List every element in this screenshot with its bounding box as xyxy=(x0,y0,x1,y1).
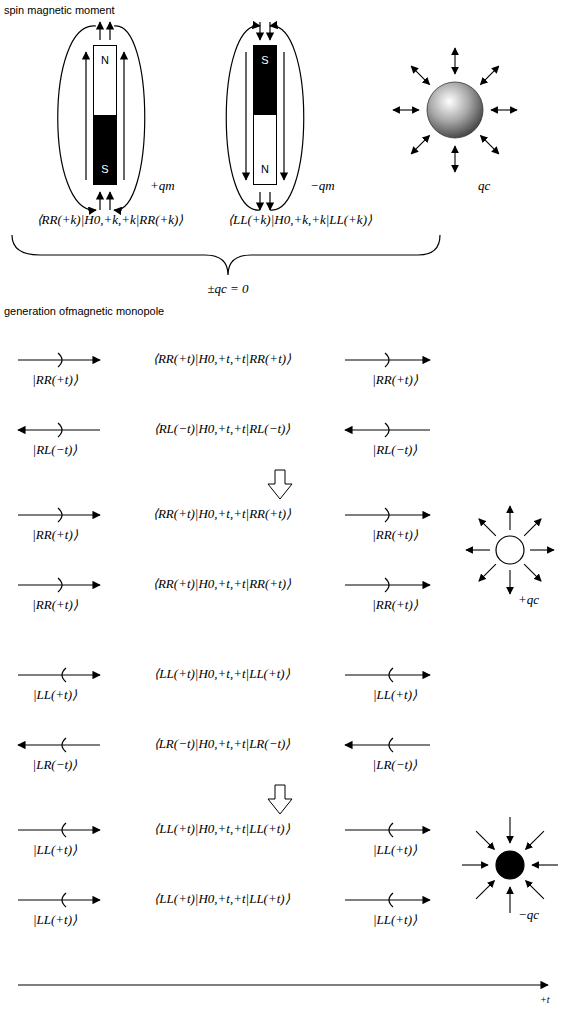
heading: generation ofmagnetic monopole xyxy=(4,305,164,317)
positive-monopole xyxy=(466,506,554,594)
ket: |RR(+t)⟩ xyxy=(32,372,78,388)
matrix-element: ⟨RR(+t)|H0,+t,+t|RR(+t)⟩ xyxy=(153,351,291,367)
charge-sphere xyxy=(393,48,517,172)
charge-label: qc xyxy=(478,178,490,194)
ket: |LL(+t)⟩ xyxy=(373,912,417,928)
matrix-element: ⟨LL(+t)|H0,+t,+t|LL(+t)⟩ xyxy=(154,821,289,837)
ket: |RR(+t)⟩ xyxy=(32,597,78,613)
ket: |RL(−t)⟩ xyxy=(33,442,78,458)
matrix-element: ⟨LL(+t)|H0,+t,+t|LL(+t)⟩ xyxy=(154,666,289,682)
charge-label: −qm xyxy=(310,178,335,194)
ket: |LL(+t)⟩ xyxy=(33,687,77,703)
pole-letter: S xyxy=(254,54,276,67)
pole-letter: N xyxy=(94,54,116,67)
heading: spin magnetic moment xyxy=(4,4,115,16)
ket: |LL(+t)⟩ xyxy=(33,842,77,858)
ket: |RL(−t)⟩ xyxy=(373,442,418,458)
charge-label: −qc xyxy=(518,907,539,923)
charge-label: +qm xyxy=(150,178,175,194)
pole-letter: N xyxy=(254,163,276,176)
matrix-element: ⟨RR(+t)|H0,+t,+t|RR(+t)⟩ xyxy=(153,576,291,592)
matrix-element: ⟨LR(−t)|H0,+t,+t|LR(−t)⟩ xyxy=(154,736,291,752)
brace xyxy=(12,235,440,275)
down-arrow xyxy=(268,470,292,499)
ket: |LL(+t)⟩ xyxy=(33,912,77,928)
charge-sum: ±qc = 0 xyxy=(207,281,248,297)
ket: |LL(+t)⟩ xyxy=(373,842,417,858)
ket: |LR(−t)⟩ xyxy=(373,757,418,773)
ket: |RR(+t)⟩ xyxy=(372,372,418,388)
charge-label: +qc xyxy=(518,592,539,608)
matrix-element: ⟨LL(+k)|H0,+k,+k|LL(+k)⟩ xyxy=(228,212,372,228)
axis-label: +t xyxy=(540,992,550,1008)
negative-monopole xyxy=(462,817,558,913)
ket: |RR(+t)⟩ xyxy=(32,527,78,543)
matrix-element: ⟨RL(−t)|H0,+t,+t|RL(−t)⟩ xyxy=(154,421,291,437)
pole-letter: S xyxy=(94,163,116,176)
matrix-element: ⟨RR(+k)|H0,+k,+k|RR(+k)⟩ xyxy=(37,212,184,228)
ket: |LL(+t)⟩ xyxy=(373,687,417,703)
ket: |RR(+t)⟩ xyxy=(372,527,418,543)
ket: |LR(−t)⟩ xyxy=(33,757,78,773)
bar-magnet: SN xyxy=(253,45,277,185)
field-lines xyxy=(226,22,304,210)
down-arrow xyxy=(268,785,292,814)
time-axis xyxy=(18,984,548,985)
bar-magnet: NS xyxy=(93,45,117,185)
field-lines xyxy=(58,22,145,210)
matrix-element: ⟨LL(+t)|H0,+t,+t|LL(+t)⟩ xyxy=(154,891,289,907)
ket: |RR(+t)⟩ xyxy=(372,597,418,613)
matrix-element: ⟨RR(+t)|H0,+t,+t|RR(+t)⟩ xyxy=(153,506,291,522)
